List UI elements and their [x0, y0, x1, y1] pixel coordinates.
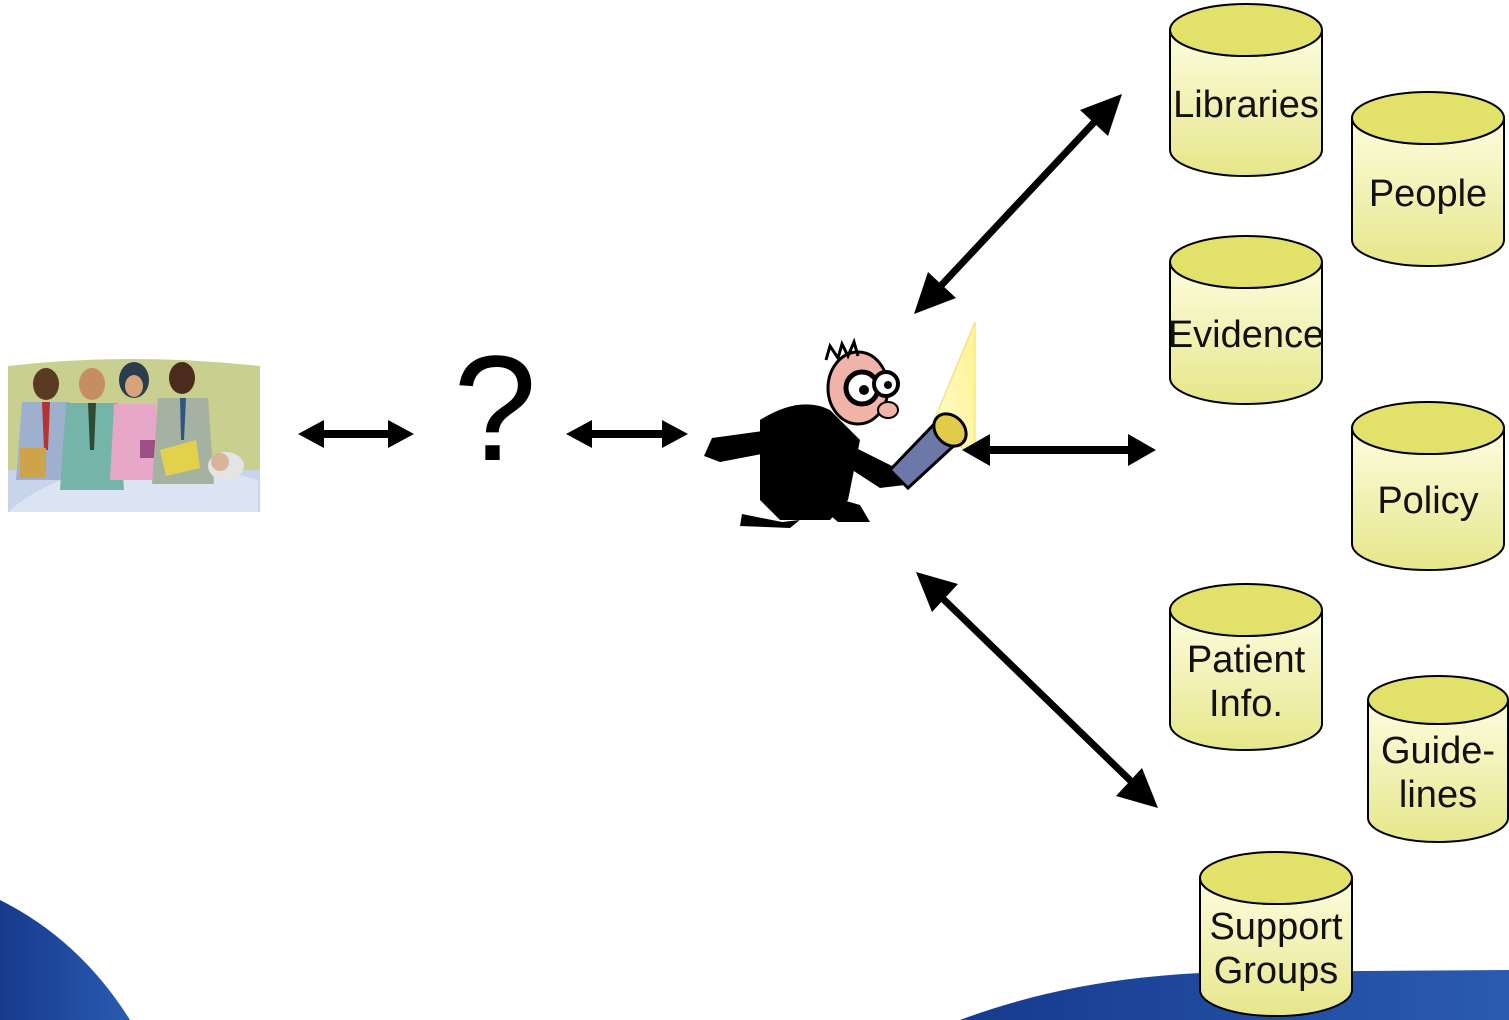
people-cylinder: [1351, 91, 1505, 267]
patient-info-cylinder: [1169, 583, 1323, 751]
question-mark: ?: [453, 324, 537, 492]
evidence-cylinder: [1169, 235, 1323, 405]
arrow-question-to-searcher: [566, 420, 688, 448]
arrow-searcher-to-policy: [962, 434, 1156, 466]
arrow-searcher-to-support: [916, 572, 1158, 808]
evidence-label: Evidence: [1167, 314, 1325, 356]
clinicians-group-illustration: [8, 359, 260, 512]
support-groups-label: Support Groups: [1209, 906, 1343, 992]
arrow-searcher-to-libraries: [914, 94, 1122, 314]
policy-cylinder: [1351, 401, 1505, 571]
arrow-group-to-question: [298, 420, 414, 448]
support-groups-cylinder: [1199, 851, 1353, 1017]
patient-info-label: Patient Info.: [1186, 639, 1306, 725]
guidelines-cylinder: [1367, 675, 1509, 843]
detective-with-flashlight-icon: [704, 321, 976, 528]
libraries-label: Libraries: [1173, 84, 1319, 126]
people-label: People: [1368, 173, 1488, 215]
source-cylinders: [1169, 3, 1509, 1017]
libraries-cylinder: [1169, 3, 1323, 177]
guidelines-label: Guide- lines: [1380, 730, 1496, 816]
policy-label: Policy: [1377, 480, 1479, 522]
